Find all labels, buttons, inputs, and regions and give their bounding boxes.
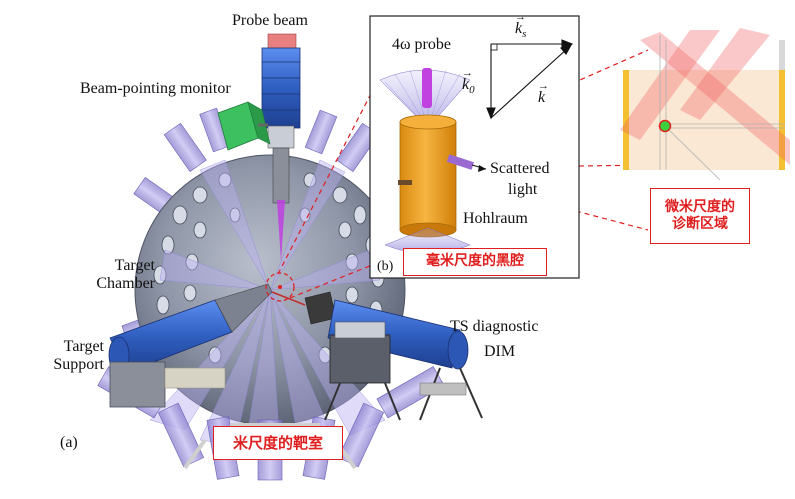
target-center-marker xyxy=(265,272,295,302)
k0-vector-label: →k0 xyxy=(462,67,475,96)
scattered-light-label-line2: light xyxy=(508,181,538,198)
target-support-label-line2: Support xyxy=(53,356,104,373)
micro-scale-line2: 诊断区域 xyxy=(672,216,728,232)
hohlraum-label: Hohlraum xyxy=(463,210,528,227)
hohlraum-scale-box: 毫米尺度的黑腔 xyxy=(403,248,547,276)
beam-pointing-monitor-label: Beam-pointing monitor xyxy=(80,80,231,97)
scattered-light-rod xyxy=(446,154,474,170)
beam-pointing-monitor xyxy=(217,101,271,151)
micro-diagnostic-region xyxy=(620,28,790,181)
laser-beam-fans xyxy=(149,159,386,451)
chamber-port-holes xyxy=(153,172,385,364)
k0-arrow-icon: → xyxy=(462,67,473,79)
target-support-label-line1: Target xyxy=(63,338,104,355)
ks-arrow-icon: → xyxy=(515,11,526,23)
panel-a-label: (a) xyxy=(60,434,78,451)
target-chamber-label-line2: Chamber xyxy=(96,275,155,292)
k-arrow-icon: → xyxy=(538,80,549,92)
micro-scale-line1: 微米尺度的 xyxy=(665,198,735,215)
micro-scale-box: 微米尺度的 诊断区域 xyxy=(650,188,750,244)
wavevector-triangle xyxy=(486,39,574,120)
panel-b-label: (b) xyxy=(377,259,394,274)
ts-diagnostic-dim xyxy=(271,291,483,421)
ks-vector-label: →ks xyxy=(515,11,527,40)
ts-diagnostic-label-line2: DIM xyxy=(484,343,516,360)
hohlraum-illustration xyxy=(379,68,487,254)
k-vector-label: →k xyxy=(538,80,549,106)
target-chamber-label-line1: Target xyxy=(114,257,155,274)
probe-beam-column xyxy=(261,33,301,262)
4w-probe-label: 4ω probe xyxy=(392,36,451,53)
chamber-scale-box: 米尺度的靶室 xyxy=(213,426,343,460)
target-support-arm xyxy=(108,283,273,408)
hohlraum-body xyxy=(399,121,457,231)
scattered-light-label-line1: Scattered xyxy=(490,160,550,177)
ts-diagnostic-label-line1: TS diagnostic xyxy=(450,318,539,335)
probe-beam-label: Probe beam xyxy=(232,12,308,29)
4w-probe-beam xyxy=(422,68,432,108)
